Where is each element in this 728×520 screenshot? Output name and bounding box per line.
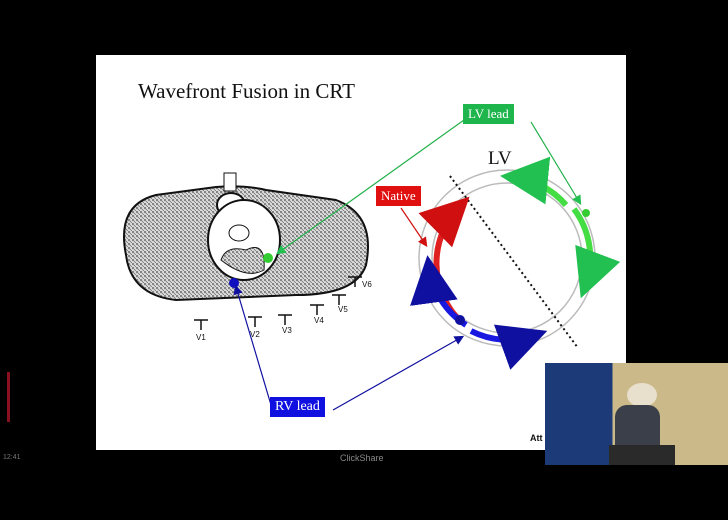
rv-lead-label: RV lead: [270, 397, 325, 417]
clickshare-label: ClickShare: [340, 453, 384, 463]
slide-title: Wavefront Fusion in CRT: [138, 79, 355, 103]
torso-cross-section: [123, 172, 369, 302]
fusion-line: [449, 175, 579, 349]
speaker-head: [627, 383, 657, 407]
lead-v6: V6: [362, 280, 372, 289]
rv-wavefront-right: [469, 324, 548, 370]
presentation-slide: V1 V2 V3 V4 V5 V6 Wavefront Fusion in CR…: [96, 55, 626, 450]
clock: 12:41: [3, 454, 21, 461]
lv-wavefront-down: [571, 207, 621, 299]
lead-v5: V5: [338, 305, 348, 314]
diagram: V1 V2 V3 V4 V5 V6: [123, 119, 621, 411]
lead-v4: V4: [314, 316, 324, 325]
ecg-leads: [194, 276, 362, 330]
lead-v2: V2: [250, 330, 260, 339]
lv-lead-label: LV lead: [463, 104, 514, 124]
lead-v1: V1: [196, 333, 206, 342]
rv-lead-marker: [229, 278, 239, 288]
lv-lead-marker: [263, 253, 273, 263]
native-label: Native: [376, 186, 421, 206]
lead-v3: V3: [282, 326, 292, 335]
lv-outer-wall: [418, 169, 596, 347]
progress-indicator: [7, 372, 10, 422]
speaker-webcam: [545, 363, 728, 465]
podium: [609, 445, 675, 465]
lv-label: LV: [488, 148, 512, 169]
attribution: Att: [530, 433, 543, 443]
lv-wavefront-up: [500, 156, 569, 208]
